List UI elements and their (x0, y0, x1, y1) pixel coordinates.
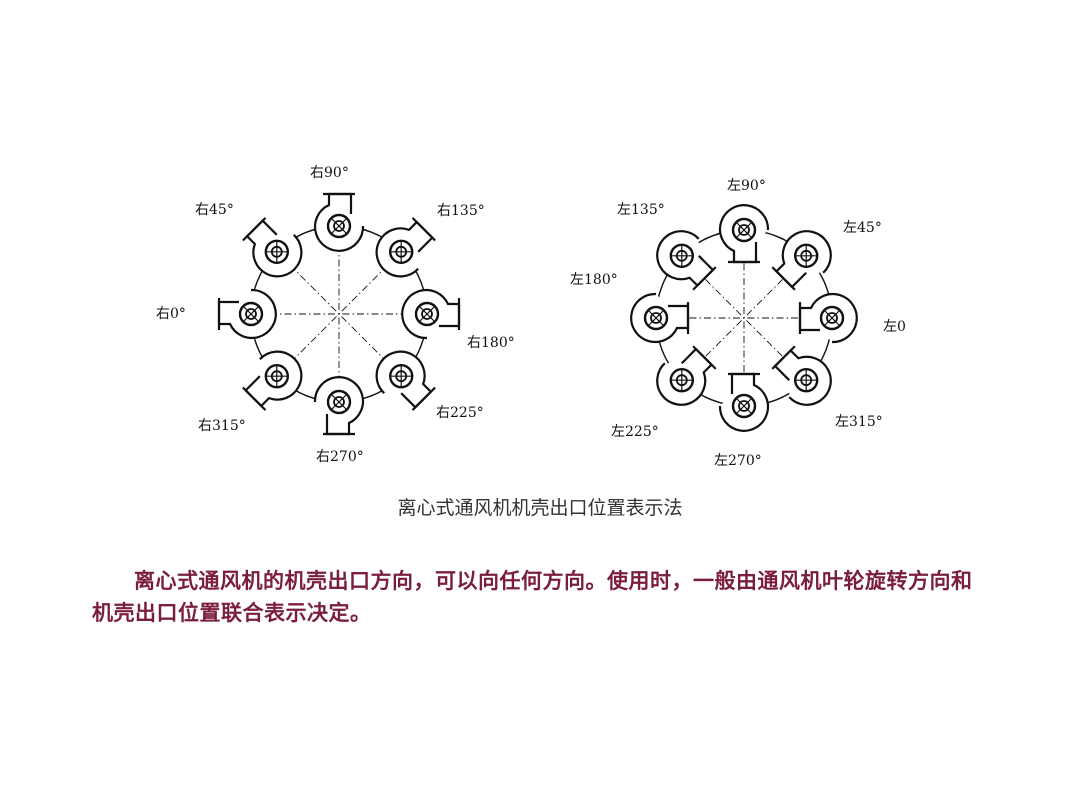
label-left-90: 左90° (727, 178, 766, 194)
fan-housing (771, 230, 832, 291)
hub-cross (736, 222, 752, 238)
fan-housing (798, 292, 858, 344)
impeller-hub (270, 370, 283, 383)
label-left-270: 左270° (714, 453, 762, 469)
impeller-hub (245, 308, 257, 320)
hub-cross (400, 366, 402, 387)
hub-cross (805, 370, 807, 391)
hub-cross (736, 398, 752, 414)
description-paragraph: 离心式通风机的机壳出口方向，可以向任何方向。使用时，一般由通风机叶轮旋转方向和机… (92, 568, 973, 625)
label-left-225: 左225° (611, 424, 659, 440)
impeller-hub (650, 312, 662, 324)
hub-cross (331, 218, 347, 234)
fan-outlet-diagram: 右90° 右45° 右135° 右0° 右180° 右315° 右225° 右2… (156, 165, 906, 469)
fan-housing (630, 292, 690, 344)
fan-housing (242, 350, 303, 411)
label-right-180: 右180° (467, 335, 515, 351)
fan-housing (242, 217, 303, 278)
label-right-315: 右315° (198, 418, 246, 434)
impeller-hub (333, 396, 345, 408)
outlet-flange (411, 386, 436, 411)
label-right-135: 右135° (437, 203, 485, 219)
impeller-hub (395, 370, 408, 383)
outlet-flange (692, 266, 717, 291)
fan-housing (718, 204, 770, 264)
fan-housing (771, 345, 832, 406)
impeller-hub (738, 400, 750, 412)
right-rotation-diagram (217, 192, 461, 436)
fan-housing (656, 345, 717, 406)
hub-cross (276, 241, 278, 262)
outlet-flange (242, 386, 267, 411)
label-right-0: 右0° (156, 306, 186, 322)
hub-cross (648, 310, 664, 326)
fan-housing (313, 192, 365, 252)
label-left-315: 左315° (835, 414, 883, 430)
outlet-flange (771, 345, 796, 370)
hub-cross (331, 394, 347, 410)
impeller-hub (333, 220, 345, 232)
label-right-45: 右45° (195, 202, 234, 218)
fan-housing (375, 350, 436, 411)
impeller-hub (675, 374, 688, 387)
impeller-hub (395, 245, 408, 258)
outlet-flange (692, 345, 717, 370)
label-right-270: 右270° (316, 449, 364, 465)
fan-housing (718, 372, 770, 432)
impeller-hub (800, 249, 813, 262)
impeller-hub (270, 245, 283, 258)
outlet-flange (242, 217, 267, 242)
hub-cross (391, 251, 412, 253)
impeller-hub (826, 312, 838, 324)
impeller-hub (738, 224, 750, 236)
hub-cross (419, 306, 435, 322)
label-left-180: 左180° (570, 272, 618, 288)
impeller-hub (421, 308, 433, 320)
label-right-90: 右90° (310, 165, 349, 181)
label-left-135: 左135° (617, 202, 665, 218)
fan-housing (401, 288, 461, 340)
label-left-45: 左45° (843, 220, 882, 236)
fan-housing (656, 230, 717, 291)
hub-cross (824, 310, 840, 326)
fan-housing (375, 217, 436, 278)
outlet-flange (411, 217, 436, 242)
fan-housing (217, 288, 277, 340)
label-left-0: 左0 (883, 319, 906, 335)
hub-cross (796, 255, 817, 257)
outlet-flange (771, 266, 796, 291)
hub-cross (671, 379, 692, 381)
hub-cross (243, 306, 259, 322)
hub-cross (266, 375, 287, 377)
figure-caption: 离心式通风机机壳出口位置表示法 (397, 497, 683, 519)
label-right-225: 右225° (436, 405, 484, 421)
impeller-hub (675, 249, 688, 262)
impeller-hub (800, 374, 813, 387)
left-rotation-diagram (630, 204, 858, 432)
fan-housing (313, 376, 365, 436)
hub-cross (681, 245, 683, 266)
